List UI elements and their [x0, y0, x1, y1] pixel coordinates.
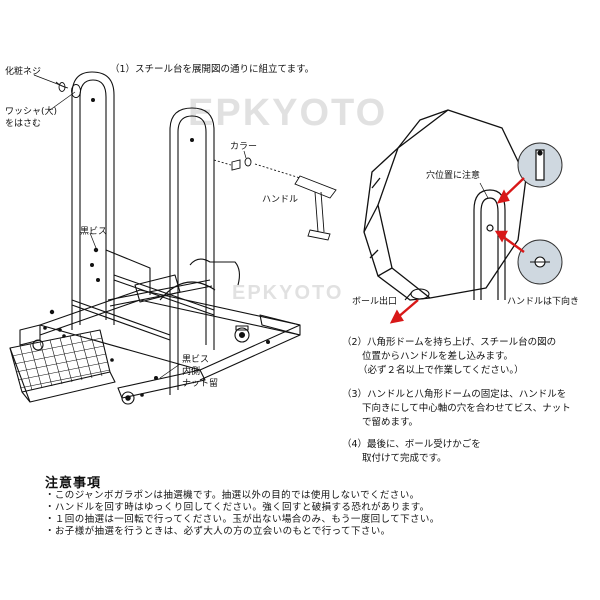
step-3-line-2: 下向きにして中心軸の穴を合わせてビス、ナット	[362, 403, 571, 414]
step-2-line-1: （2）八角形ドームを持ち上げ、スチール台の図の	[342, 337, 557, 348]
precautions-title: 注意事項	[45, 476, 102, 491]
step-4-line-2: 取付けて完成です。	[362, 453, 447, 464]
label-washer-sandwich: をはさむ	[5, 119, 42, 129]
label-nut-fastening: ナット留	[182, 379, 219, 389]
step-2-block: （2）八角形ドームを持ち上げ、スチール台の図の 位置からハンドルを差し込みます。…	[342, 336, 556, 378]
label-black-screw-bottom: 黒ビス	[182, 355, 210, 365]
label-collar: カラー	[230, 142, 258, 152]
label-handle-facing-down: ハンドルは下向き	[507, 297, 580, 307]
step-3-line-3: で留めます。	[362, 417, 419, 428]
precautions-list: ・このジャンボガラポンは抽選機です。抽選以外の目的では使用しないでください。 ・…	[45, 490, 440, 538]
watermark-top: EPKYOTO	[188, 92, 388, 134]
step-3-block: （3）ハンドルと八角形ドームの固定は、ハンドルを 下向きにして中心軸の穴を合わせ…	[342, 388, 571, 430]
step-4-line-1: （4）最後に、ボール受けかごを	[342, 439, 481, 450]
watermark-middle: EPKYOTO	[232, 282, 344, 304]
step-4-block: （4）最後に、ボール受けかごを 取付けて完成です。	[342, 438, 481, 466]
label-decorative-screw: 化粧ネジ	[5, 67, 42, 77]
step-3-line-1: （3）ハンドルと八角形ドームの固定は、ハンドルを	[342, 389, 567, 400]
precaution-item: ・お子様が抽選を行うときは、必ず大人の方の立会いのもとで行って下さい。	[45, 526, 391, 537]
precaution-item: ・１回の抽選は一回転で行ってください。玉が出ない場合のみ、もう一度回して下さい。	[45, 514, 440, 525]
step-1-text: （1）スチール台を展開図の通りに組立てます。	[110, 64, 315, 75]
label-hole-position-caution: 穴位置に注意	[426, 171, 481, 181]
label-black-screw-top: 黒ビス	[80, 227, 108, 237]
label-handle: ハンドル	[262, 195, 299, 205]
step-2-line-3: （必ず２名以上で作業してください。）	[358, 365, 524, 376]
precaution-item: ・ハンドルを回す時はゆっくり回してください。強く回すと破損する恐れがあります。	[45, 502, 430, 513]
label-inside: 内側	[182, 367, 201, 377]
step-2-line-2: 位置からハンドルを差し込みます。	[362, 351, 514, 362]
label-ball-exit: ボール出口	[352, 297, 398, 307]
precaution-item: ・このジャンボガラポンは抽選機です。抽選以外の目的では使用しないでください。	[45, 490, 420, 501]
label-washer: ワッシャ(大)	[5, 107, 58, 117]
